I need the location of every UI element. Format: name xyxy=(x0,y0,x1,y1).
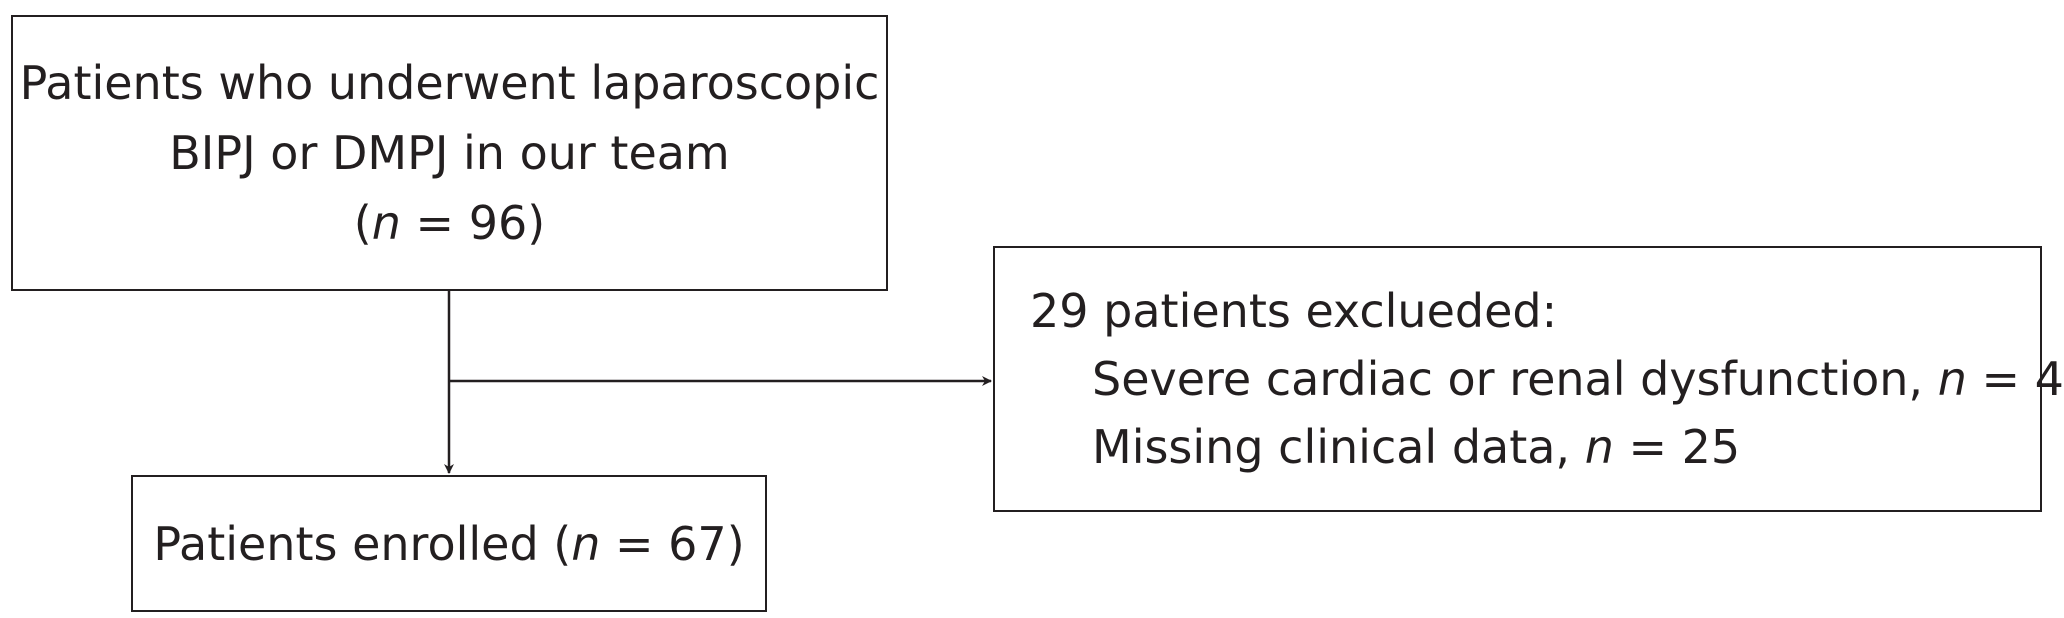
initial-patients-count: (n = 96) xyxy=(354,188,545,258)
count-open-paren: ( xyxy=(353,196,372,250)
enrolled-value: = 67) xyxy=(600,516,745,571)
count-value: = 96) xyxy=(400,196,546,250)
exclusion-item-missing-data: Missing clinical data, n = 25 xyxy=(1030,413,2040,481)
excluded-patients-box: 29 patients exclueded: Severe cardiac or… xyxy=(993,246,2064,512)
exclusion-item-1-variable: n xyxy=(1937,352,1967,406)
count-variable: n xyxy=(371,196,401,250)
initial-patients-line2: BIPJ or DMPJ in our team xyxy=(169,126,730,180)
enrolled-patients-text: Patients enrolled (n = 67) xyxy=(153,517,744,571)
excluded-heading: 29 patients exclueded: xyxy=(1030,284,1558,338)
exclusion-item-cardiac-renal: Severe cardiac or renal dysfunction, n =… xyxy=(1030,345,2064,413)
enrolled-variable: n xyxy=(571,516,601,571)
exclusion-item-1-value: = 4 xyxy=(1966,352,2064,406)
enrolled-patients-box: Patients enrolled (n = 67) xyxy=(131,475,767,612)
exclusion-item-2-value: = 25 xyxy=(1613,420,1741,474)
initial-patients-line1: Patients who underwent laparoscopic xyxy=(19,56,880,110)
exclusion-item-2-label: Missing clinical data, xyxy=(1092,420,1585,474)
exclusion-item-1-label: Severe cardiac or renal dysfunction, xyxy=(1092,352,1938,406)
exclusion-item-2-variable: n xyxy=(1584,420,1614,474)
initial-patients-box: Patients who underwent laparoscopic BIPJ… xyxy=(11,15,888,291)
enrolled-prefix: Patients enrolled ( xyxy=(153,516,572,571)
